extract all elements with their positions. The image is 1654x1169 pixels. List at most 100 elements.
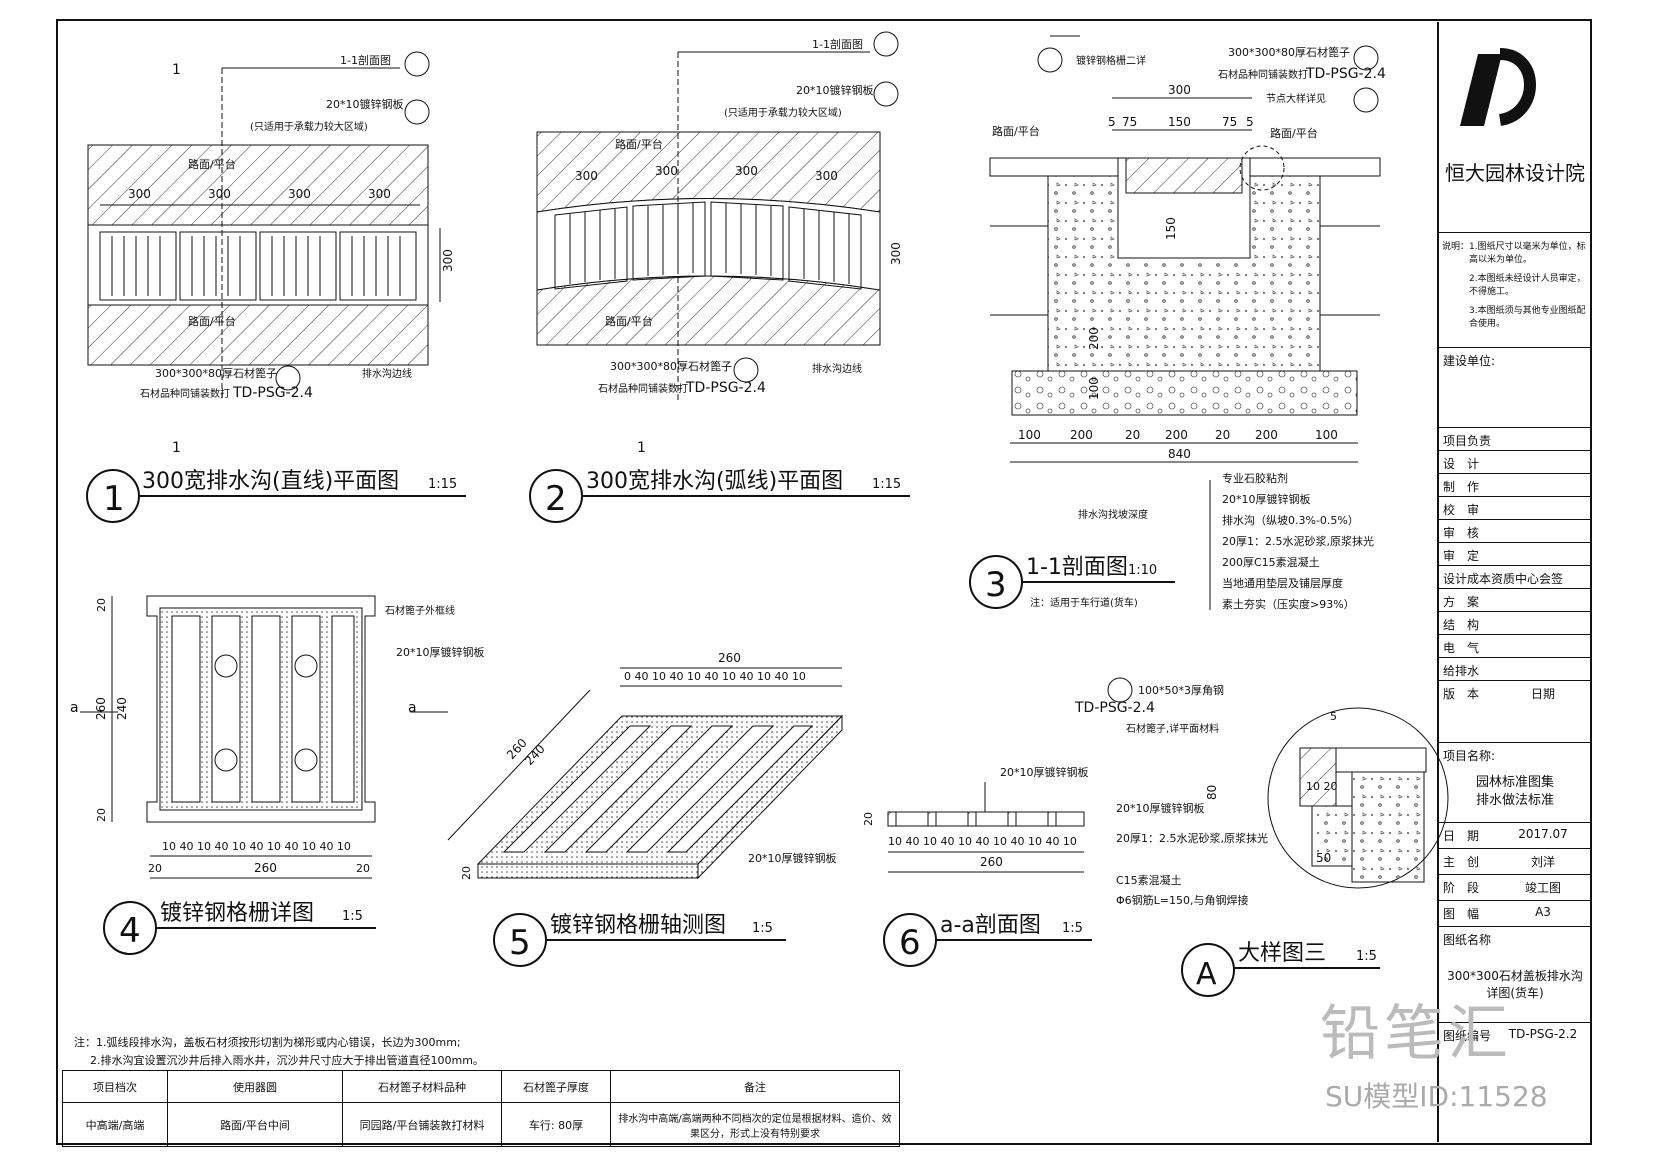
svg-text:1: 1: [172, 62, 181, 78]
svg-text:100: 100: [1018, 428, 1041, 442]
svg-text:300: 300: [735, 164, 758, 178]
svg-text:排水沟边线: 排水沟边线: [812, 362, 862, 375]
tb-notes: 说明： 1.图纸尺寸以毫米为单位，标高以米为单位。 2.本图纸未经设计人员审定，…: [1439, 232, 1591, 348]
svg-text:300: 300: [441, 249, 455, 272]
svg-text:200: 200: [1165, 428, 1188, 442]
svg-text:石材品种同铺装数打: 石材品种同铺装数打: [1218, 68, 1308, 81]
svg-text:镀锌钢格栅详图: 镀锌钢格栅详图: [160, 901, 314, 926]
tb-row-3: 校 审: [1439, 496, 1591, 520]
svg-text:200: 200: [1255, 428, 1278, 442]
tb-row-11: 版 本日期: [1439, 680, 1591, 743]
svg-text:TD-PSG-2.4: TD-PSG-2.4: [232, 385, 313, 401]
svg-text:镀锌钢格栅轴测图: 镀锌钢格栅轴测图: [550, 913, 726, 938]
svg-text:排水沟边线: 排水沟边线: [362, 367, 412, 380]
title-d2: 2 300宽排水沟(弧线)平面图 1:15: [529, 469, 910, 523]
tb-client: 建设单位:: [1439, 347, 1591, 428]
svg-text:(只适用于承载力较大区域): (只适用于承载力较大区域): [250, 120, 368, 133]
svg-text:20: 20: [95, 598, 108, 612]
firm-name: 恒大园林设计院: [1445, 161, 1585, 185]
svg-text:大样图三: 大样图三: [1238, 941, 1326, 966]
svg-text:Φ6钢筋L=150,与角钢焊接: Φ6钢筋L=150,与角钢焊接: [1116, 893, 1249, 907]
svg-text:300: 300: [889, 242, 903, 265]
svg-text:20*10厚镀锌钢板: 20*10厚镀锌钢板: [1000, 765, 1089, 779]
title-d5: 5 镀锌钢格栅轴测图 1:5: [493, 913, 786, 967]
svg-text:5: 5: [1246, 115, 1254, 129]
svg-text:路面/平台: 路面/平台: [1270, 126, 1318, 140]
title-d3: 3 1-1剖面图 1:10 注：适用于车行道(货车): [969, 555, 1175, 609]
svg-text:80: 80: [1205, 785, 1219, 800]
svg-text:1:15: 1:15: [428, 477, 457, 492]
tb-row-4: 审 核: [1439, 519, 1591, 543]
svg-text:200: 200: [1070, 428, 1093, 442]
svg-text:TD-PSG-2.4: TD-PSG-2.4: [685, 380, 766, 396]
section-1-1: 300 75 150 75 5 5 路面/平台 路面/平台 150 200 10…: [989, 35, 1386, 611]
watermark-id: SU模型ID:11528: [1325, 1080, 1548, 1113]
layer-list: 专业石胶粘剂 20*10厚镀锌钢板 排水沟（纵坡0.3%-0.5%） 20厚1：…: [1222, 471, 1374, 611]
svg-text:300宽排水沟(直线)平面图: 300宽排水沟(直线)平面图: [142, 469, 399, 494]
svg-text:1:5: 1:5: [1356, 949, 1377, 964]
firm-logo: [1460, 48, 1536, 126]
svg-text:1:10: 1:10: [1128, 563, 1157, 578]
svg-text:5: 5: [509, 923, 531, 963]
svg-text:20*10镀锌钢板: 20*10镀锌钢板: [326, 97, 404, 111]
svg-text:100: 100: [1315, 428, 1338, 442]
title-d6: 6 a-a剖面图 1:5: [883, 913, 1092, 967]
spec-table: 项目档次 使用器圆 石材篦子材料品种 石材篦子厚度 备注 中高端/高端 路面/平…: [62, 1070, 900, 1147]
svg-text:2: 2: [545, 479, 567, 519]
detail-a: 80 10 20 50 5 TD-PSG-2.4 100*50*3厚角钢 石材篦…: [1074, 677, 1449, 907]
tb-row-8: 结 构: [1439, 611, 1591, 635]
svg-text:200: 200: [1087, 327, 1101, 350]
general-note-1: 注：1.弧线段排水沟，盖板石材须按形切割为梯形或内心错误，长边为300mm;: [74, 1036, 461, 1049]
svg-text:排水沟找坡深度: 排水沟找坡深度: [1078, 508, 1148, 521]
th-location: 使用器圆: [167, 1070, 343, 1103]
tb-row-2: 制 作: [1439, 473, 1591, 497]
svg-text:a: a: [408, 700, 417, 716]
svg-text:100*50*3厚角钢: 100*50*3厚角钢: [1138, 684, 1224, 697]
svg-text:6: 6: [899, 923, 921, 963]
general-note-2: 2.排水沟宜设置沉沙井后排入雨水井，沉沙井尺寸应大于排出管道直径100mm。: [90, 1054, 484, 1067]
tb-row-6: 设计成本资质中心会签: [1439, 565, 1591, 589]
svg-text:1:5: 1:5: [752, 921, 773, 936]
svg-text:20: 20: [1125, 428, 1140, 442]
svg-text:注：适用于车行道(货车): 注：适用于车行道(货车): [1030, 596, 1138, 609]
svg-text:240: 240: [115, 697, 129, 720]
svg-text:石材篦子,详平面材料: 石材篦子,详平面材料: [1126, 722, 1219, 735]
svg-text:节点大样详见: 节点大样详见: [1266, 92, 1326, 105]
th-material: 石材篦子材料品种: [342, 1070, 502, 1103]
svg-text:1: 1: [103, 479, 125, 519]
th-remarks: 备注: [610, 1070, 900, 1103]
tb-draw: 主 创刘洋: [1439, 848, 1591, 875]
svg-text:5: 5: [1108, 115, 1116, 129]
svg-text:20: 20: [862, 812, 875, 826]
tb-row-9: 电 气: [1439, 634, 1591, 658]
svg-text:1-1剖面图: 1-1剖面图: [1026, 555, 1128, 580]
tb-stage: 阶 段竣工图: [1439, 874, 1591, 901]
svg-text:10 20: 10 20: [1306, 780, 1338, 793]
svg-text:260: 260: [254, 861, 277, 875]
svg-text:50: 50: [1316, 851, 1331, 865]
svg-text:20厚1：2.5水泥砂浆,原浆抹光: 20厚1：2.5水泥砂浆,原浆抹光: [1222, 534, 1374, 548]
td-remarks: 排水沟中高端/高端两种不同档次的定位是根据材料、造价、效果区分，形式上没有特别要…: [610, 1102, 900, 1147]
svg-text:a-a剖面图: a-a剖面图: [940, 913, 1041, 938]
svg-text:20: 20: [148, 862, 162, 875]
svg-text:石材品种同铺装数打: 石材品种同铺装数打: [140, 387, 230, 400]
svg-text:20*10镀锌钢板: 20*10镀锌钢板: [796, 83, 874, 97]
title-d1: 1 300宽排水沟(直线)平面图 1:15: [86, 469, 466, 523]
svg-text:20: 20: [356, 862, 370, 875]
title-block: 恒大园林设计院 说明： 1.图纸尺寸以毫米为单位，标高以米为单位。 2.本图纸未…: [1437, 22, 1591, 1142]
svg-text:300: 300: [128, 187, 151, 201]
svg-text:10 40 10 40 10 40 10 40 10 40: 10 40 10 40 10 40 10 40 10 40 10: [162, 840, 351, 853]
svg-text:20: 20: [460, 866, 473, 880]
svg-text:20*10厚镀锌钢板: 20*10厚镀锌钢板: [1222, 492, 1311, 506]
svg-text:75: 75: [1122, 115, 1137, 129]
svg-text:300*300*80厚石材篦子: 300*300*80厚石材篦子: [1228, 45, 1350, 59]
svg-text:20*10厚镀锌钢板: 20*10厚镀锌钢板: [396, 645, 485, 659]
svg-text:TD-PSG-2.4: TD-PSG-2.4: [1305, 66, 1386, 82]
svg-text:200厚C15素混凝土: 200厚C15素混凝土: [1222, 555, 1320, 569]
svg-text:石材篦子外框线: 石材篦子外框线: [385, 604, 455, 617]
